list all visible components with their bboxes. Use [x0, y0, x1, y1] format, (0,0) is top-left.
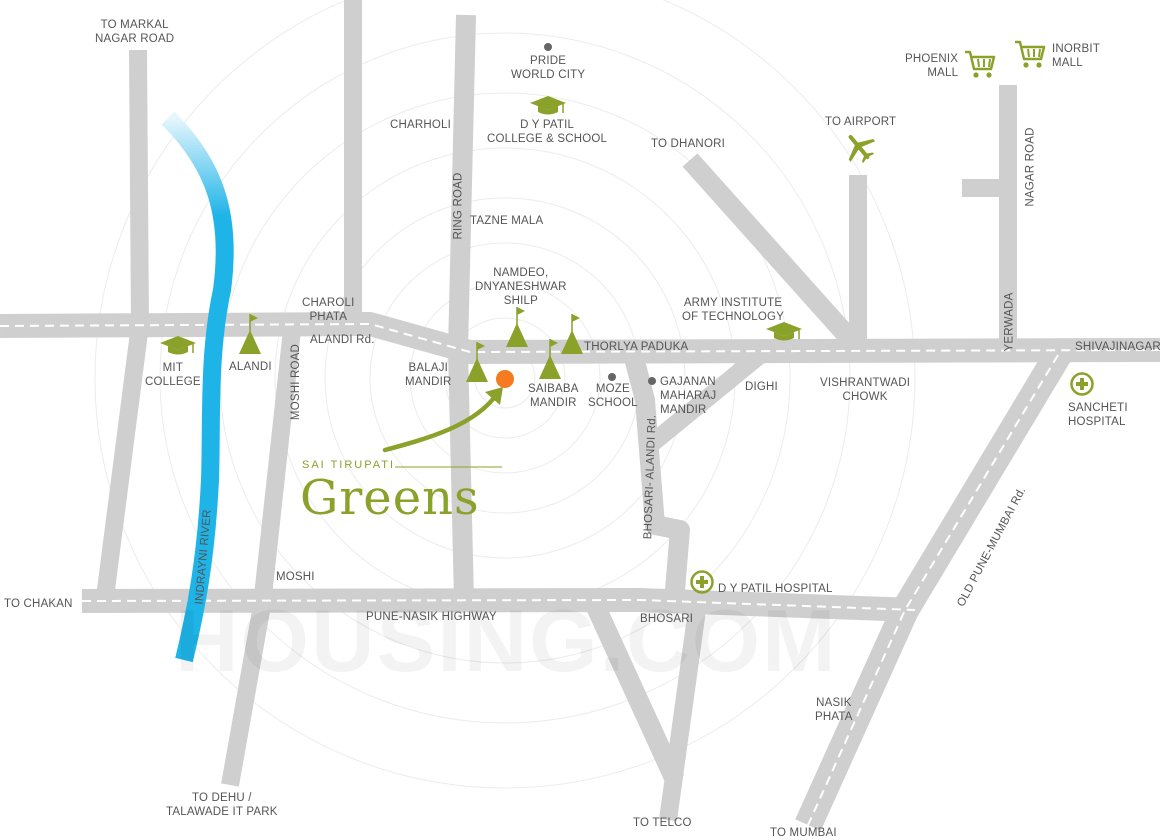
- label-moshi-road: MOSHI ROAD: [290, 343, 303, 421]
- label-nasik-phata: NASIK PHATA: [815, 697, 853, 723]
- dot-icon: [544, 43, 552, 51]
- label-bhosari: BHOSARI: [640, 613, 694, 625]
- label-to-dehu: TO DEHU / TALAWADE IT PARK: [166, 792, 278, 818]
- graduation-cap-icon: [766, 322, 802, 341]
- label-yerwada: YERWADA: [1003, 292, 1016, 352]
- project-name: Greens: [300, 470, 480, 526]
- project-arrow: [382, 391, 500, 453]
- temple-flag-icon: [239, 314, 261, 354]
- label-moze-school: MOZE SCHOOL: [588, 383, 638, 409]
- label-dy-patil-hospital: D Y PATIL HOSPITAL: [718, 583, 833, 595]
- dot-icon: [648, 377, 656, 385]
- label-nagar-road: NAGAR ROAD: [1024, 127, 1037, 207]
- graduation-cap-icon: [530, 96, 566, 115]
- label-charholi: CHARHOLI: [390, 119, 452, 131]
- label-namdeo: NAMDEO, DNYANESHWAR SHILP: [475, 267, 567, 307]
- indrayani-river: [161, 111, 234, 663]
- hospital-cross-icon: [1070, 372, 1094, 396]
- hospital-cross-icon: [690, 570, 714, 594]
- road-dashes: [0, 322, 1160, 826]
- shopping-cart-icon: [1015, 40, 1046, 68]
- label-shivajinagar: SHIVAJINAGAR: [1075, 341, 1160, 353]
- label-mit-college: MIT COLLEGE: [145, 362, 201, 388]
- project-tagline: SAI TIRUPATI: [302, 459, 396, 471]
- label-charoli-phata: CHAROLI PHATA: [302, 297, 355, 323]
- label-to-telco: TO TELCO: [633, 817, 692, 829]
- label-dy-patil-college: D Y PATIL COLLEGE & SCHOOL: [487, 119, 608, 145]
- label-army-institute: ARMY INSTITUTE OF TECHNOLOGY: [682, 297, 785, 323]
- label-to-mumbai: TO MUMBAI: [770, 827, 837, 839]
- airplane-icon: [848, 135, 876, 163]
- label-sancheti-hospital: SANCHETI HOSPITAL: [1068, 402, 1128, 428]
- location-marker-icon[interactable]: [496, 370, 514, 388]
- label-moshi: MOSHI: [276, 571, 315, 583]
- temple-flag-icon: [506, 307, 528, 347]
- label-pune-nasik-highway: PUNE-NASIK HIGHWAY: [366, 611, 497, 623]
- label-to-dhanori: TO DHANORI: [651, 138, 725, 150]
- label-pride-world-city: PRIDE WORLD CITY: [511, 55, 586, 81]
- label-dighi: DIGHI: [745, 381, 778, 393]
- label-balaji-mandir: BALAJI MANDIR: [405, 362, 452, 388]
- label-vishrantwadi: VISHRANTWADI CHOWK: [820, 377, 911, 403]
- temple-flag-icon: [561, 314, 583, 354]
- label-inorbit-mall: INORBIT MALL: [1052, 43, 1101, 69]
- shopping-cart-icon: [965, 50, 996, 78]
- label-to-markal: TO MARKAL NAGAR ROAD: [95, 19, 175, 45]
- label-gajanan-maharaj: GAJANAN MAHARAJ MANDIR: [660, 376, 717, 416]
- dot-icon: [608, 373, 616, 381]
- label-thorlya-paduka: THORLYA PADUKA: [584, 341, 689, 353]
- project-arrow-head: [485, 387, 503, 405]
- label-saibaba-mandir: SAIBABA MANDIR: [528, 383, 579, 409]
- temple-flag-icon: [539, 339, 561, 379]
- label-tazne-mala: TAZNE MALA: [470, 215, 544, 227]
- watermark: HOUSING.COM: [175, 590, 837, 692]
- graduation-cap-icon: [160, 336, 196, 355]
- label-ring-road: RING ROAD: [452, 172, 465, 240]
- temple-flag-icon: [466, 342, 488, 382]
- label-to-chakan: TO CHAKAN: [4, 598, 73, 610]
- label-phoenix-mall: PHOENIX MALL: [905, 53, 959, 79]
- label-to-airport: TO AIRPORT: [825, 116, 897, 128]
- label-alandi: ALANDI: [229, 361, 272, 373]
- label-alandi-rd: ALANDI Rd.: [310, 334, 375, 346]
